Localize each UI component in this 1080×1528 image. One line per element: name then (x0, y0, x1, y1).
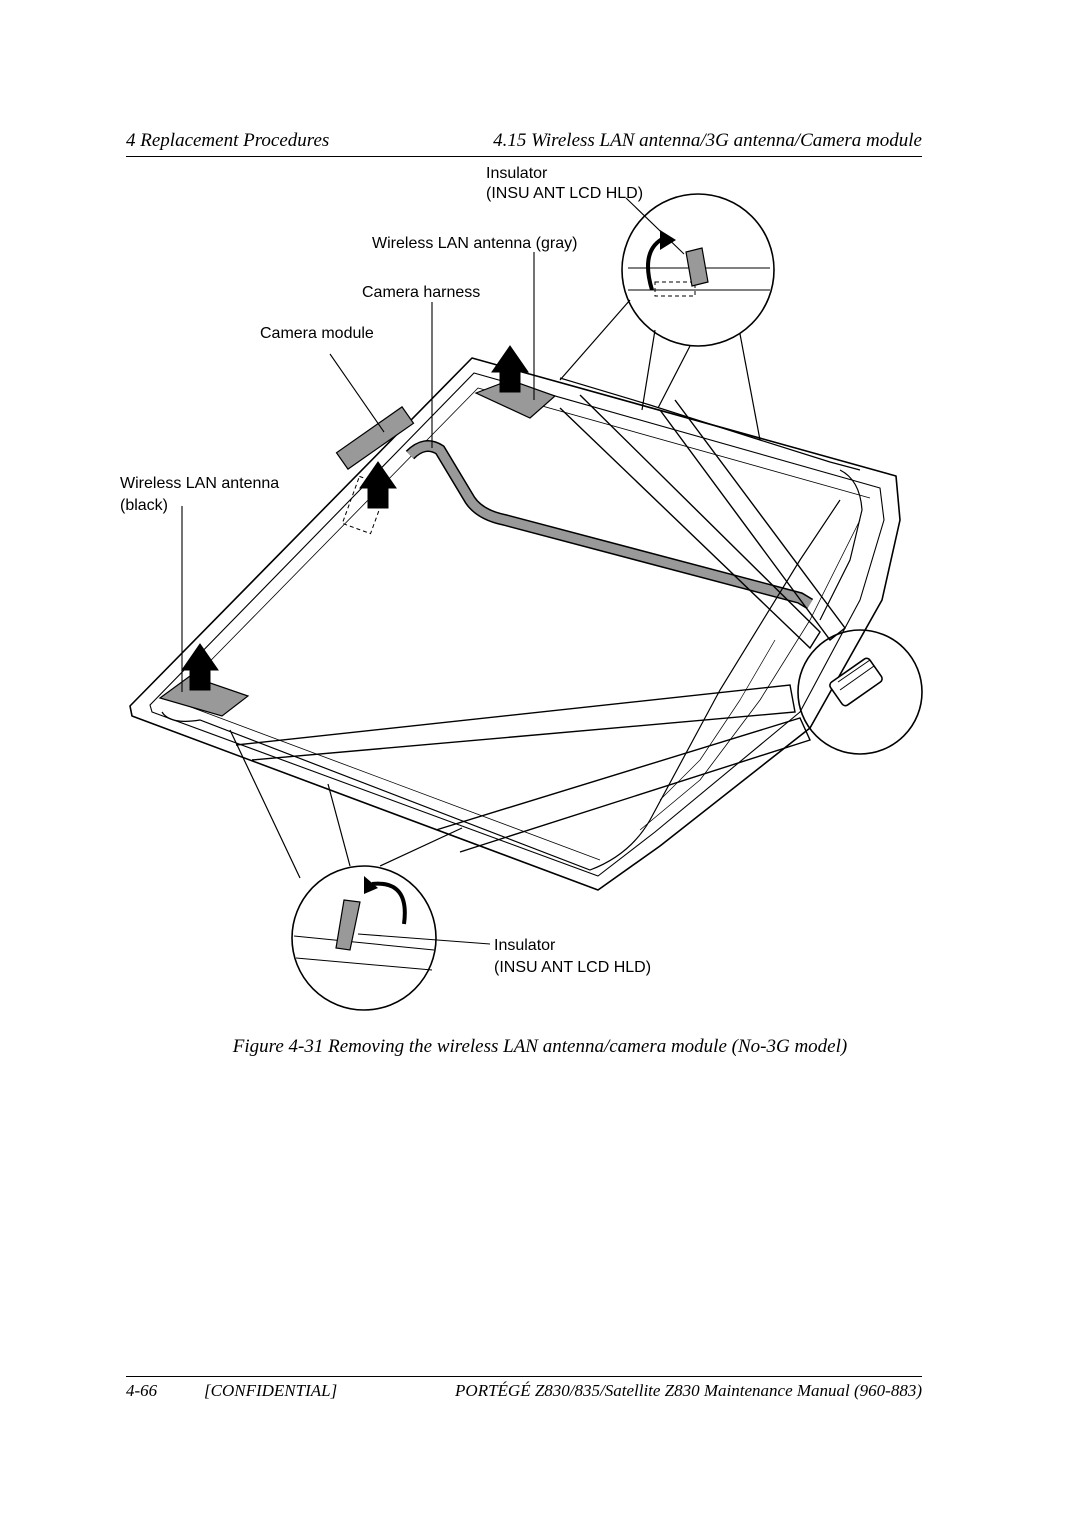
label-wlan-gray: Wireless LAN antenna (gray) (372, 235, 578, 252)
label-insulator-bottom-part: (INSU ANT LCD HLD) (494, 959, 652, 976)
header-section: 4.15 Wireless LAN antenna/3G antenna/Cam… (493, 130, 922, 151)
label-camera-module: Camera module (260, 325, 374, 342)
figure-caption: Figure 4-31 Removing the wireless LAN an… (232, 1036, 848, 1057)
tape-gray-antenna (474, 379, 557, 419)
insulator-tape-bottom (335, 899, 361, 951)
label-wlan-black: Wireless LAN antenna (120, 475, 280, 492)
label-wlan-black-color: (black) (120, 497, 169, 514)
label-insulator-top-part: (INSU ANT LCD HLD) (486, 185, 644, 202)
zoom-circle-bottom (291, 865, 437, 1011)
footer-page-number: 4-66 (126, 1381, 158, 1400)
zoom-circle-right (797, 629, 923, 755)
connector (829, 657, 883, 707)
lcd-cover-inner (149, 372, 885, 877)
rotate-arrow-bottom (371, 881, 407, 925)
label-insulator-top: Insulator (486, 165, 548, 182)
lcd-cover-outer (129, 357, 901, 891)
footer-rule (126, 1376, 922, 1377)
label-insulator-bottom: Insulator (494, 937, 556, 954)
footer-confidential: [CONFIDENTIAL] (204, 1381, 338, 1400)
header-rule (126, 156, 922, 157)
header-chapter: 4 Replacement Procedures (126, 130, 330, 151)
footer-manual-title: PORTÉGÉ Z830/835/Satellite Z830 Maintena… (455, 1381, 922, 1400)
insulator-tape-top (685, 247, 709, 287)
zoom-circle-top (621, 193, 775, 347)
label-camera-harness: Camera harness (362, 284, 481, 301)
